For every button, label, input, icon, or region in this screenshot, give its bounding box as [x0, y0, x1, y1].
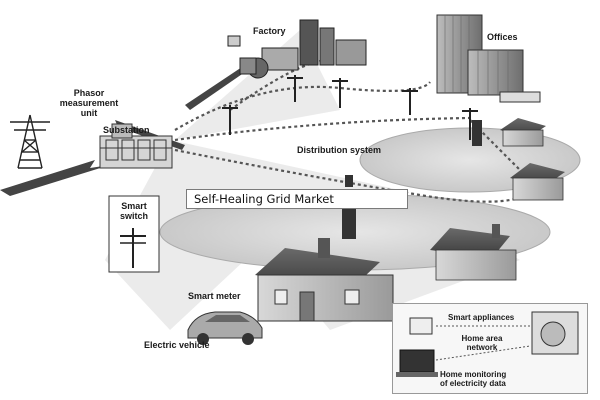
electric-vehicle-label: Electric vehicle: [144, 340, 210, 350]
home-area-network-label: Home area network: [461, 334, 503, 352]
house-top-right-icon: [500, 118, 546, 147]
home-monitoring-label: Home monitoring of electricity data: [440, 370, 507, 388]
laptop-icon: [399, 349, 435, 373]
house-mid-right-icon: [510, 163, 565, 201]
title-banner: Self-Healing Grid Market: [186, 189, 408, 209]
house-mid-icon: [430, 224, 517, 281]
offices-label: Offices: [487, 32, 518, 42]
utility-poles: [222, 75, 478, 140]
distribution-system-label: Distribution system: [297, 145, 382, 155]
transformer-icons: [342, 120, 482, 239]
substation-icon: [99, 123, 173, 169]
offices-icon: [436, 14, 541, 103]
phasor-measurement-unit-label: Phasor measurement unit: [59, 88, 119, 118]
smart-meter-label: Smart meter: [188, 291, 241, 301]
smart-appliances-label: Smart appliances: [448, 313, 515, 322]
house-main-icon: [255, 238, 394, 322]
electric-vehicle-icon: [187, 311, 263, 345]
smart-switch-label: Smart switch: [119, 201, 148, 221]
factory-label: Factory: [253, 26, 286, 36]
substation-label: Substation: [103, 125, 150, 135]
transmission-tower-icon: [10, 114, 50, 169]
smart-appliance-icon: [409, 317, 433, 335]
factory-icon: [227, 19, 367, 79]
smart-switch-box: [108, 195, 160, 273]
